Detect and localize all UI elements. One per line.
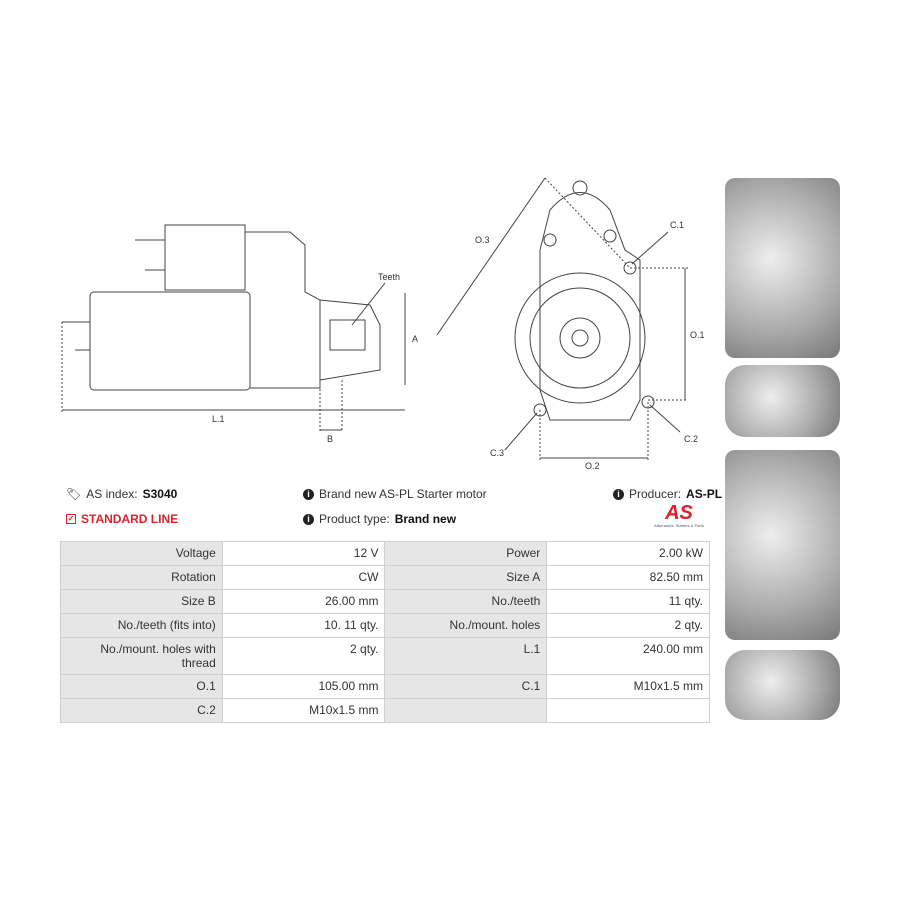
product-photo-rear: [725, 450, 840, 640]
spec-label: [384, 698, 548, 723]
label-o3: O.3: [475, 235, 490, 245]
spec-label: L.1: [384, 637, 548, 675]
spec-value: 105.00 mm: [221, 674, 386, 699]
info-icon: i: [613, 488, 624, 500]
spec-label: Power: [384, 541, 548, 566]
spec-label: No./mount. holes: [384, 613, 548, 638]
spec-value: 2 qty.: [221, 637, 386, 675]
label-o1: O.1: [690, 330, 705, 340]
spec-label: No./teeth (fits into): [60, 613, 223, 638]
label-c3: C.3: [490, 448, 504, 458]
spec-label: Rotation: [60, 565, 223, 590]
label-c1: C.1: [670, 220, 684, 230]
table-row: No./teeth (fits into)10. 11 qty.No./moun…: [60, 613, 710, 638]
checkbox-icon: ✓: [66, 514, 76, 524]
spec-value: [546, 698, 710, 723]
spec-value: 26.00 mm: [221, 589, 386, 614]
info-icon: i: [303, 513, 314, 525]
product-photo-side: [725, 365, 840, 437]
spec-value: 10. 11 qty.: [221, 613, 386, 638]
spec-label: Size A: [384, 565, 548, 590]
spec-value: M10x1.5 mm: [546, 674, 710, 699]
as-index: 🏷 AS index:S3040: [66, 487, 178, 501]
label-b: B: [327, 434, 333, 444]
spec-label: No./teeth: [384, 589, 548, 614]
spec-label: Voltage: [60, 541, 223, 566]
spec-label: Size B: [60, 589, 223, 614]
label-c2: C.2: [684, 434, 698, 444]
product-photo-front: [725, 178, 840, 358]
spec-value: M10x1.5 mm: [221, 698, 386, 723]
product-photo-side-2: [725, 650, 840, 720]
spec-value: 12 V: [221, 541, 386, 566]
spec-label: C.1: [384, 674, 548, 699]
info-icon: i: [303, 488, 314, 500]
spec-value: 2.00 kW: [546, 541, 710, 566]
label-l1: L.1: [212, 414, 225, 424]
spec-label: O.1: [60, 674, 223, 699]
tag-icon: 🏷: [66, 487, 82, 501]
spec-value: 2 qty.: [546, 613, 710, 638]
spec-value: 11 qty.: [546, 589, 710, 614]
label-o2: O.2: [585, 461, 600, 471]
technical-drawing: Teeth A B L.1 O.3 C.1 O.1 C.2 C.3 O.2: [61, 177, 705, 471]
as-pl-logo: AS Alternators, Starters & Parts: [654, 502, 704, 528]
spec-label: No./mount. holes with thread: [60, 637, 223, 675]
spec-label: C.2: [60, 698, 223, 723]
spec-value: 240.00 mm: [546, 637, 710, 675]
label-teeth: Teeth: [378, 272, 400, 282]
standard-line: ✓ STANDARD LINE: [66, 512, 179, 526]
spec-value: 82.50 mm: [546, 565, 710, 590]
spec-value: CW: [221, 565, 386, 590]
label-a: A: [412, 334, 418, 344]
